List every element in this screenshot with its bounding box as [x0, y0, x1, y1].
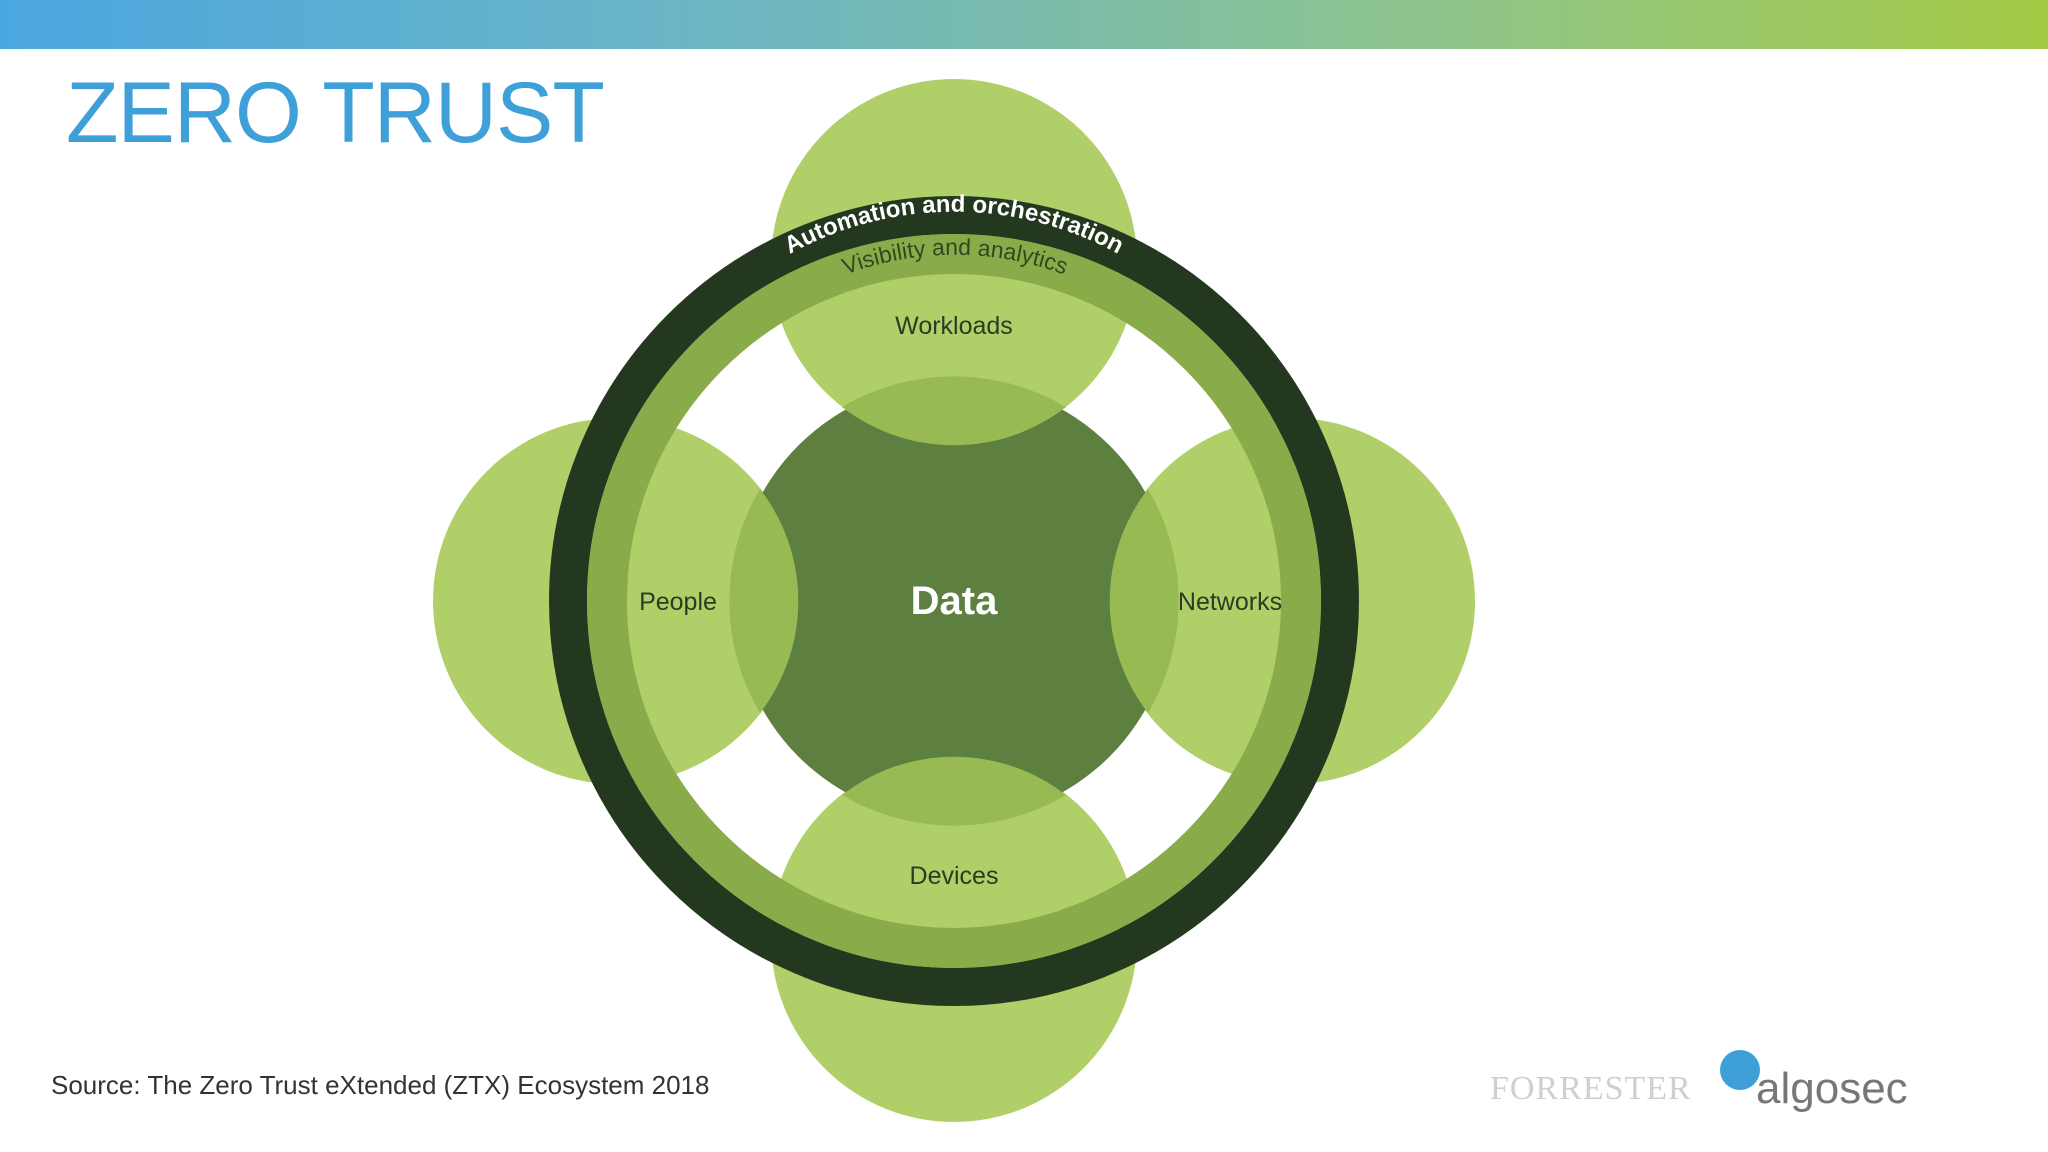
- node-label-networks: Networks: [1178, 588, 1282, 616]
- center-label-data: Data: [911, 579, 998, 623]
- top-gradient-bar: [0, 0, 2048, 49]
- algosec-logo-mark: [1720, 1050, 1760, 1090]
- forrester-logo: FORRESTER: [1490, 1070, 1692, 1107]
- algosec-logo: algosec: [1720, 1048, 1910, 1118]
- node-label-workloads: Workloads: [895, 312, 1013, 340]
- overlap-left: [729, 489, 799, 713]
- node-label-people: People: [639, 588, 717, 616]
- overlap-bottom: [842, 756, 1066, 826]
- data-circle: [734, 381, 1174, 821]
- overlap-right: [1109, 489, 1179, 713]
- outer-ring: [549, 196, 1359, 1006]
- source-caption: Source: The Zero Trust eXtended (ZTX) Ec…: [51, 1070, 710, 1100]
- overlap-top: [842, 376, 1066, 446]
- algosec-logo-text: algosec: [1756, 1064, 1908, 1113]
- node-label-devices: Devices: [910, 862, 999, 890]
- inner-ring: [587, 234, 1321, 968]
- slide-title: ZERO TRUST: [66, 65, 605, 161]
